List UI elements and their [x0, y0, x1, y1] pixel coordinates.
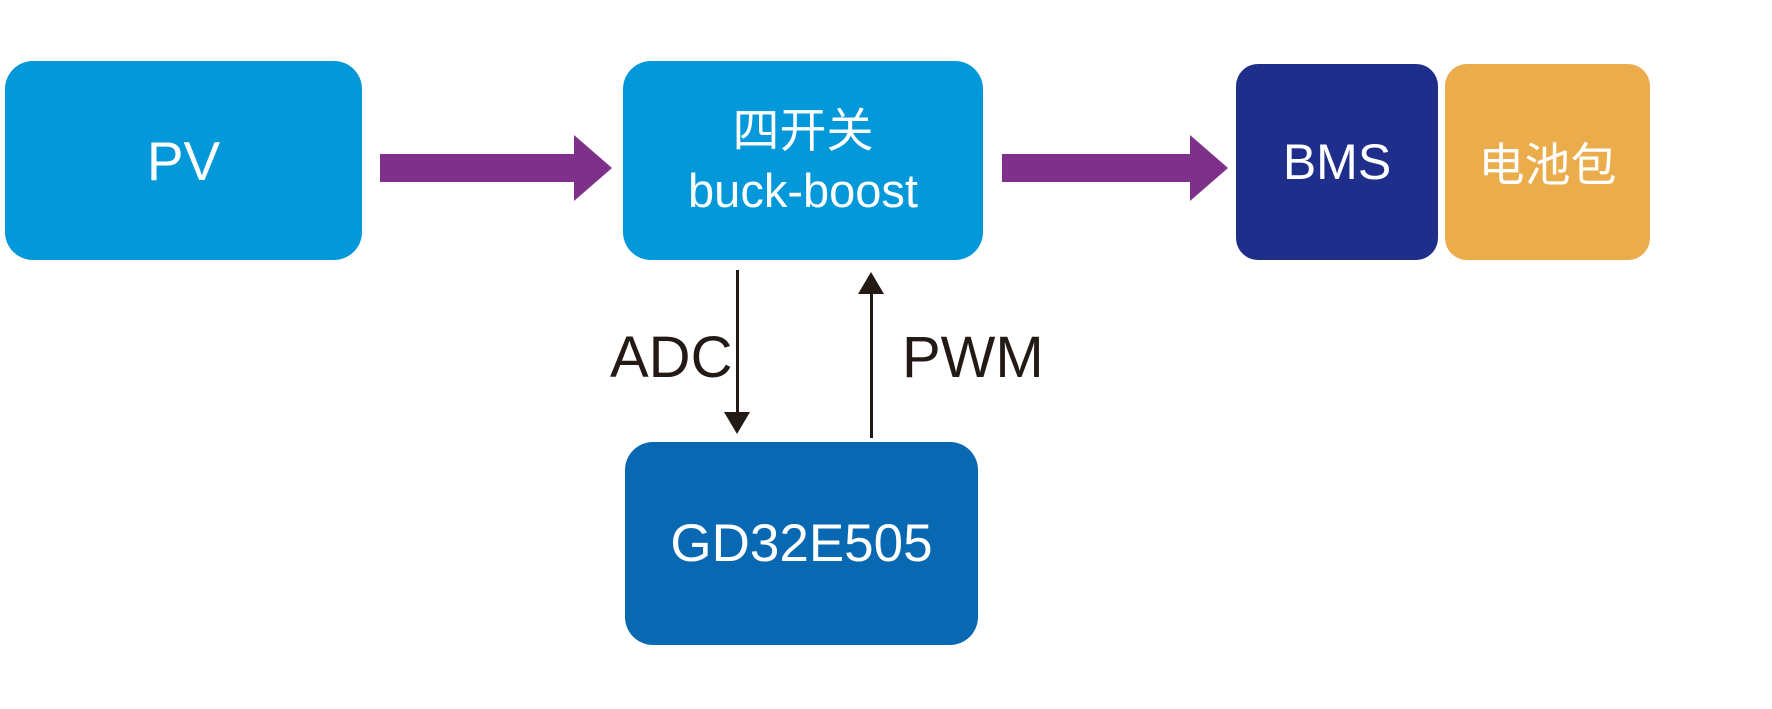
block-gd32e505: GD32E505 — [625, 442, 978, 645]
block-battery-pack: 电池包 — [1445, 64, 1650, 260]
right-arrow-shaft — [1002, 154, 1190, 182]
battery-pack-label: 电池包 — [1478, 139, 1617, 191]
adc-label: ADC — [610, 325, 733, 390]
pwm-arrow-line — [870, 294, 873, 438]
pv-label: PV — [146, 129, 221, 192]
buck-boost-label-line1: 四开关 — [732, 104, 874, 158]
bms-label: BMS — [1282, 134, 1392, 190]
block-pv: PV — [5, 61, 362, 260]
pwm-label: PWM — [902, 325, 1044, 390]
buck-boost-label-line2: buck-boost — [688, 163, 918, 217]
down-arrow-icon — [724, 412, 750, 434]
right-arrow-shaft — [380, 154, 574, 182]
block-bms: BMS — [1236, 64, 1438, 260]
right-arrow-icon — [574, 135, 612, 201]
gd32e505-label: GD32E505 — [670, 514, 933, 573]
adc-arrow-line — [736, 270, 739, 414]
block-buck-boost: 四开关 buck-boost — [623, 61, 983, 260]
up-arrow-icon — [858, 272, 884, 294]
right-arrow-icon — [1190, 135, 1228, 201]
